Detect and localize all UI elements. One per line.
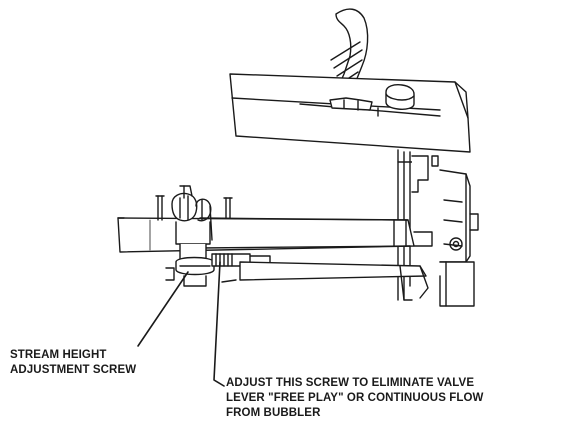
- lower-plate: [439, 261, 475, 307]
- adjustment-valve-assembly: [165, 185, 215, 287]
- stream-height-leader-line: [137, 271, 189, 347]
- valve-lever-arm: [221, 261, 429, 301]
- lever-nut: [329, 97, 373, 111]
- main-body: [117, 217, 433, 253]
- top-housing: [229, 73, 471, 153]
- valve-adjust-label-line2: LEVER "FREE PLAY" OR CONTINUOUS FLOW: [226, 392, 484, 404]
- valve-adjust-callout: ADJUST THIS SCREW TO ELIMINATE VALVE LEV…: [226, 376, 484, 421]
- stream-height-label-line1: STREAM HEIGHT: [10, 349, 107, 361]
- valve-adjust-label-line1: ADJUST THIS SCREW TO ELIMINATE VALVE: [226, 377, 475, 389]
- stream-height-label-line2: ADJUSTMENT SCREW: [10, 364, 137, 376]
- valve-adjust-leader-line: [213, 261, 225, 387]
- right-bracket: [439, 169, 479, 263]
- valve-adjust-label-line3: FROM BUBBLER: [226, 407, 321, 419]
- left-pins: [155, 195, 233, 221]
- stream-height-callout: STREAM HEIGHT ADJUSTMENT SCREW: [10, 348, 136, 378]
- top-knob: [385, 84, 415, 110]
